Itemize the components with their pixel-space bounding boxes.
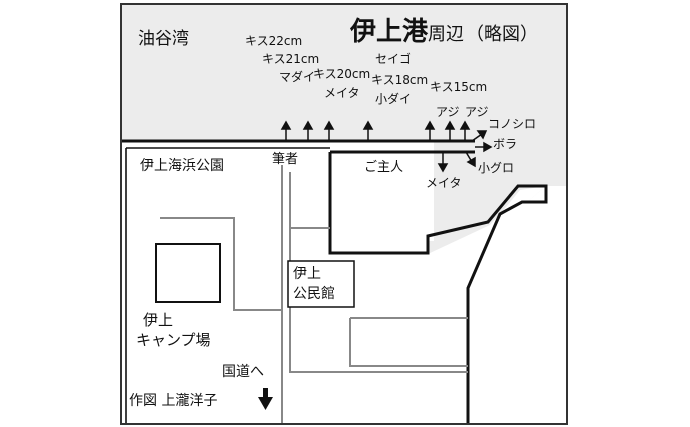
- park-label: 伊上海浜公園: [140, 158, 224, 174]
- arrow-up-icon: [280, 120, 292, 141]
- owner-label: ご主人: [364, 159, 403, 175]
- catch-koguro: 小グロ: [478, 161, 514, 175]
- catch-aji-2: アジ: [465, 105, 489, 119]
- catch-kisu21: キス21cm: [262, 52, 319, 66]
- road-south: [289, 330, 468, 373]
- highway-label: 国道へ: [222, 364, 264, 380]
- hall-label-line1: 伊上: [293, 266, 321, 282]
- arrow-down-icon: [437, 152, 449, 173]
- credit-label: 作図 上瀧洋子: [129, 393, 217, 409]
- arrow-up-icon: [302, 120, 314, 141]
- road-camp-outer: [160, 217, 282, 311]
- catch-kodai: 小ダイ: [375, 91, 411, 106]
- arrow-up-icon: [459, 120, 471, 141]
- camp-building: [155, 243, 221, 303]
- arrow-up-icon: [362, 120, 374, 141]
- arrow-up-right-icon: [471, 130, 488, 142]
- harbor-outline: [328, 152, 548, 423]
- hall-label-line2: 公民館: [293, 285, 335, 302]
- arrow-down-icon: [258, 388, 273, 410]
- catch-meita-bottom: メイタ: [426, 176, 462, 190]
- catch-kisu20: キス20cm: [313, 67, 370, 81]
- bay-label: 油谷湾: [138, 29, 189, 49]
- arrow-up-icon: [323, 120, 335, 141]
- catch-kisu22: キス22cm: [245, 34, 302, 48]
- catch-madai: マダイ: [279, 69, 315, 84]
- sea-area: [122, 5, 566, 141]
- arrow-up-icon: [444, 120, 456, 141]
- catch-kisu15: キス15cm: [430, 80, 487, 94]
- catch-konoshiro: コノシロ: [488, 117, 536, 131]
- camp-label-line2: キャンプ場: [136, 331, 211, 349]
- catch-meita-top: メイタ: [324, 86, 360, 100]
- hall-box: [287, 260, 355, 308]
- title-sub: 周辺: [428, 24, 464, 45]
- camp-label-line1: 伊上: [143, 311, 173, 329]
- title-main: 伊上港: [349, 17, 429, 47]
- angler-label: 筆者: [272, 152, 298, 167]
- catch-aji-1: アジ: [436, 105, 460, 119]
- arrow-right-icon: [475, 141, 493, 153]
- catch-seigo: セイゴ: [375, 51, 411, 66]
- roads: [160, 165, 468, 423]
- arrow-up-icon: [424, 120, 436, 141]
- arrow-down-right-icon: [465, 151, 476, 168]
- cast-arrows: [280, 120, 493, 173]
- catch-kisu18: キス18cm: [371, 73, 428, 87]
- catch-bora: ボラ: [493, 137, 517, 151]
- title-paren: （略図）: [466, 24, 538, 45]
- road-hall-loop: [349, 318, 468, 367]
- land-east: [470, 186, 566, 423]
- inner-water: [428, 141, 566, 254]
